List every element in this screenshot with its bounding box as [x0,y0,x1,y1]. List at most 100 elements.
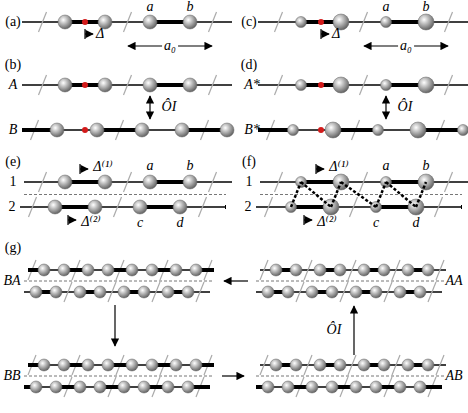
atom [58,359,70,371]
shift-arrow [321,33,329,34]
arrow [114,305,115,346]
atom [162,286,174,298]
cell-boundary [265,197,273,217]
cell-boundary [108,282,116,302]
atom [290,359,302,371]
arrow [385,96,386,119]
panel-label: (c) [241,15,257,29]
cell-boundary [209,172,217,192]
symbol-label: b [187,159,194,173]
atom [410,122,426,138]
symbol-label: A* [244,78,260,92]
atom [162,381,174,393]
symbol-label: B* [244,123,260,137]
atom-chain [258,120,468,140]
cell-boundary [260,260,268,280]
cell-boundary [275,75,283,95]
atom [314,264,326,276]
symbol-label: d [413,216,420,230]
atom [102,359,114,371]
cell-boundary [392,260,400,280]
symbol-label: Δ [332,27,340,41]
symbol-label: a [147,0,154,14]
shift-arrow [68,219,76,220]
atom [90,123,104,137]
symbol-label: Δ⁽¹⁾ [329,160,348,174]
atom [288,125,299,136]
atom-chain [22,120,234,140]
atom [170,359,182,371]
atom [358,359,370,371]
symbol-label: a [383,159,390,173]
shift-arrow [304,219,312,220]
arrow [149,96,150,119]
interchain-bond [301,182,331,207]
cell-boundary [436,355,444,375]
atom [38,264,50,276]
atom [133,200,147,214]
atom [326,381,338,393]
atom [143,15,157,29]
cell-boundary [124,12,132,32]
atom [30,381,42,393]
atom [350,381,362,393]
symbol-label: BB [3,369,20,383]
atom [182,286,194,298]
atom [290,264,302,276]
cell-boundary [340,282,348,302]
inversion-center [82,127,88,133]
atom [182,381,194,393]
interchain-bond [416,182,426,207]
shift-arrow [85,33,93,34]
symbol-label: ÔI [327,323,342,337]
atom [175,123,189,137]
symbol-label: ÔI [398,100,413,114]
atom-chain [22,12,232,32]
atom-chain [260,172,468,192]
cell-boundary [445,172,453,192]
atom [38,359,50,371]
interchain-bond [376,182,386,207]
panel-label: (b) [5,58,21,72]
atom-chain [20,197,226,217]
chain-line [260,364,446,365]
atom [350,286,362,298]
interchain-bond [291,182,301,207]
cell-boundary [350,197,358,217]
atom [173,200,187,214]
symbol-label: d [177,216,184,230]
atom [370,381,382,393]
atom-chain [258,12,468,32]
cell-boundary [360,12,368,32]
atom [30,286,42,298]
cell-boundary [152,282,160,302]
atom [394,286,406,298]
atom-chain [260,355,446,375]
atom [183,15,197,29]
atom [138,381,150,393]
atom [282,286,294,298]
cell-boundary [124,172,132,192]
atom [326,286,338,298]
atom [146,264,158,276]
symbol-label: B [9,123,18,137]
symbol-label: Δ⁽¹⁾ [93,160,112,174]
cell-boundary [436,260,444,280]
cell-boundary [392,355,400,375]
atom [220,123,234,137]
atom [418,77,434,93]
panel-label: (d) [241,58,257,72]
symbol-label: a₀ [398,39,414,53]
atom [296,80,307,91]
atom [102,264,114,276]
atom [402,264,414,276]
atom [48,200,62,214]
shift-arrow [80,168,88,169]
shift-arrow [316,168,324,169]
cell-boundary [39,12,47,32]
atom [270,359,282,371]
atom [296,17,307,28]
atom [358,264,370,276]
